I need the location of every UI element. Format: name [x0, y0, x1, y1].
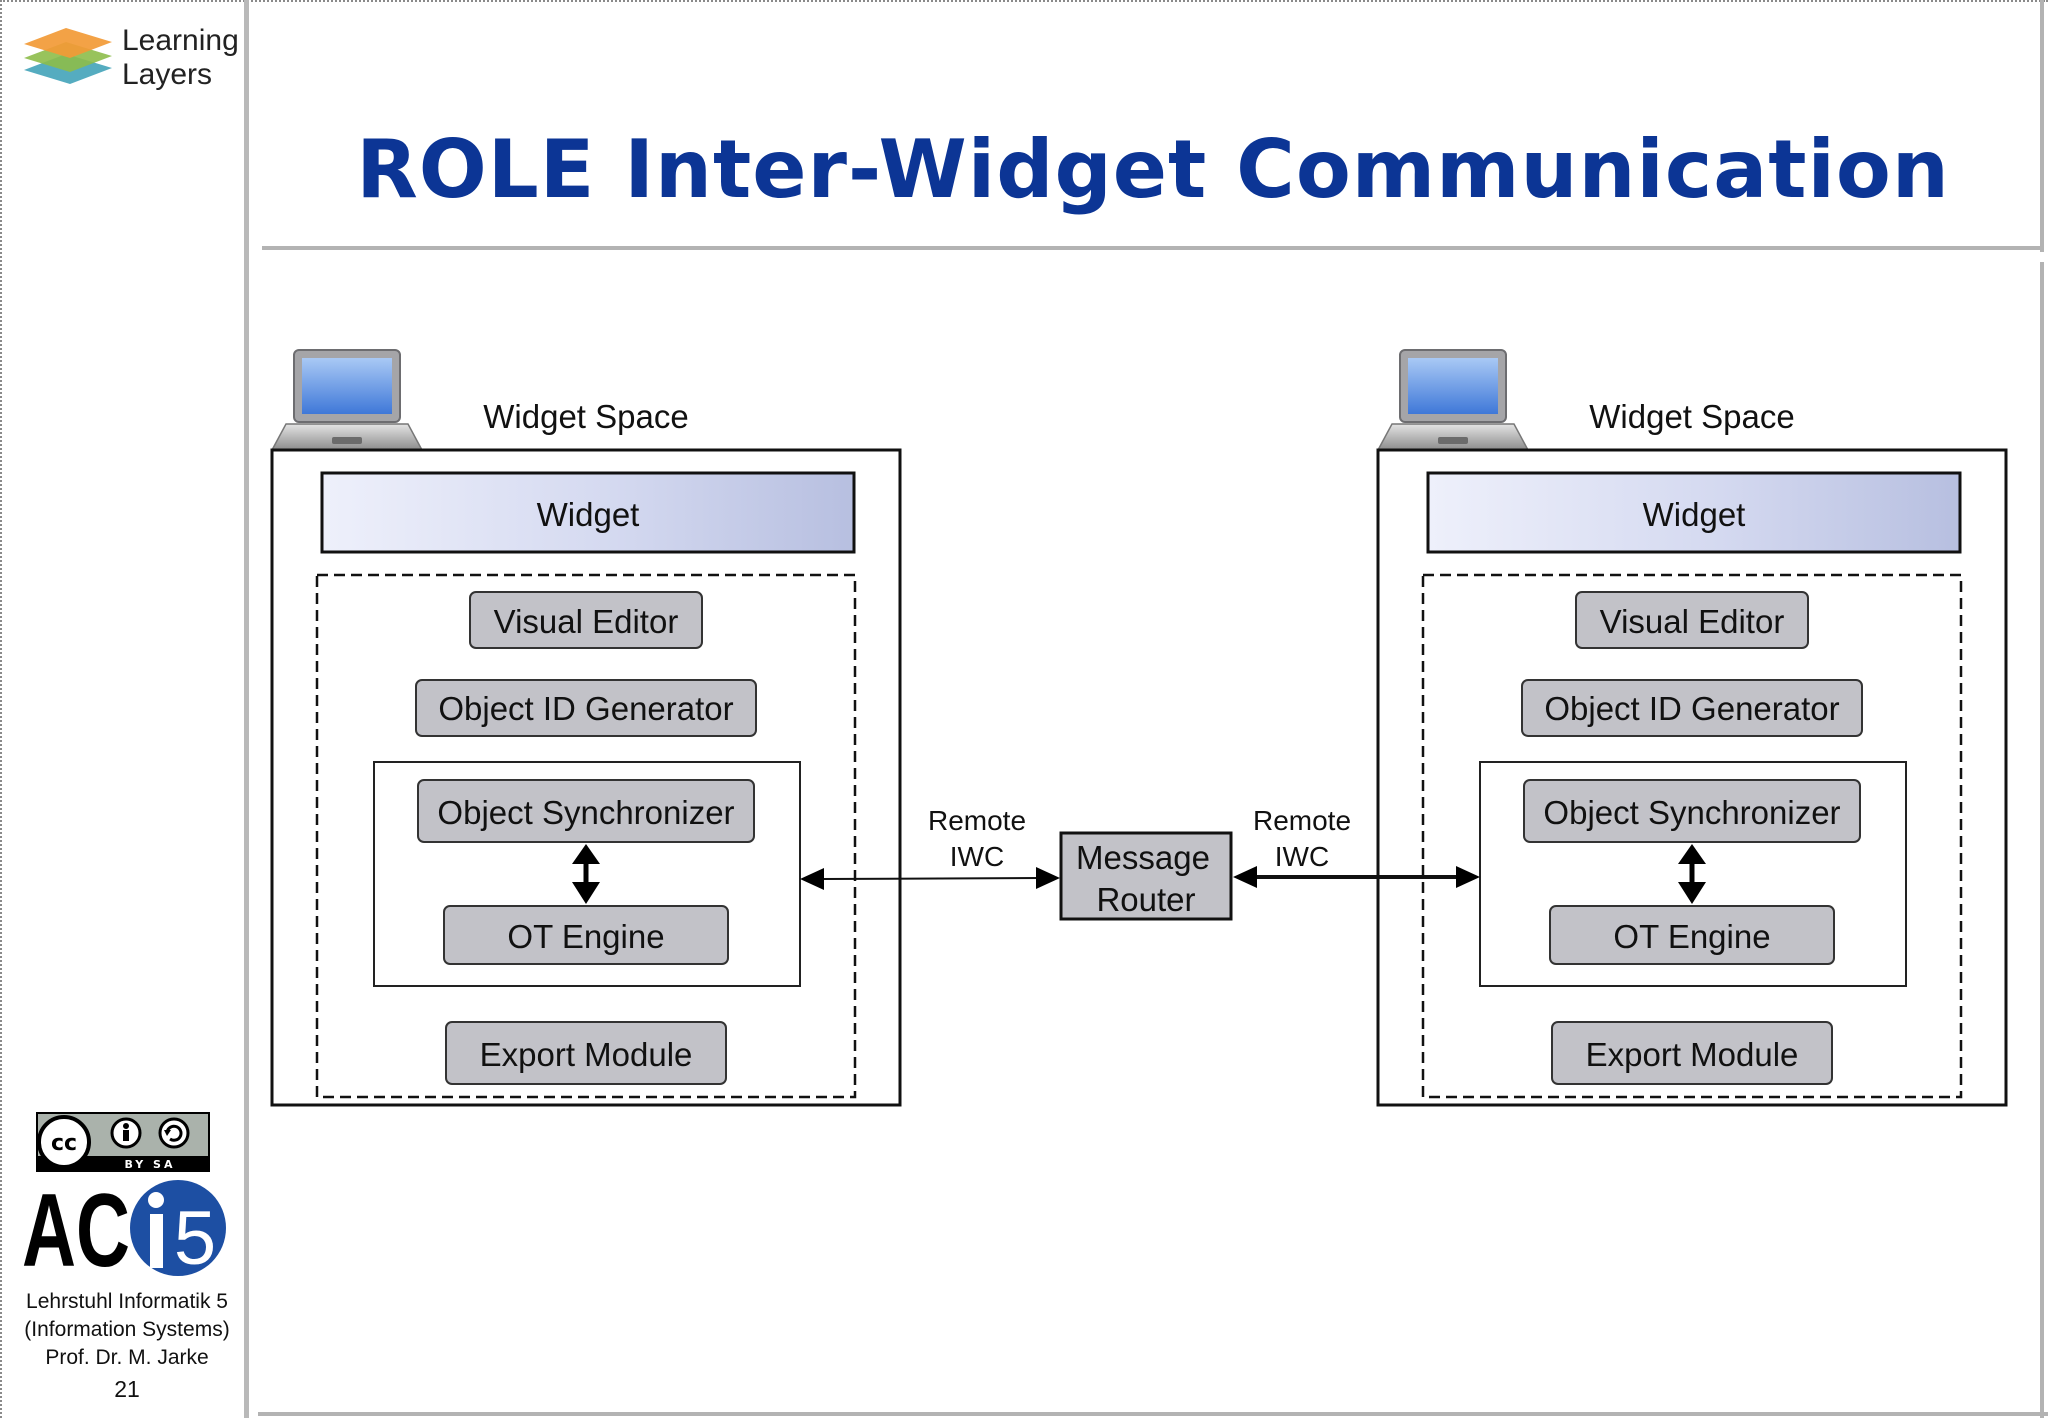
- visual-editor-box: Visual Editor: [469, 591, 703, 649]
- svg-text:Object ID Generator: Object ID Generator: [438, 690, 733, 727]
- widget-internals-boundary: [315, 573, 857, 1099]
- svg-text:Visual Editor: Visual Editor: [1600, 603, 1785, 640]
- right-remote-iwc-connector: Remote IWC: [1233, 805, 1480, 888]
- right-remote-iwc-label-line1: Remote: [1253, 805, 1351, 836]
- sync-group-frame: [373, 761, 801, 987]
- ot-engine-box: OT Engine: [1549, 905, 1835, 965]
- object-synchronizer-box: Object Synchronizer: [1523, 779, 1861, 843]
- svg-text:AC: AC: [22, 1178, 130, 1278]
- message-router-box: Message Router: [1059, 831, 1233, 921]
- widget-bar: Widget: [320, 471, 856, 554]
- footer-line-1: Lehrstuhl Informatik 5: [26, 1290, 228, 1313]
- widget-label: Widget: [537, 496, 640, 533]
- svg-text:5: 5: [174, 1196, 216, 1278]
- right-widget-space: Widget Space Widget Visual Editor Object…: [1376, 349, 2008, 1107]
- ot-engine-box: OT Engine: [443, 905, 729, 965]
- laptop-icon: [270, 349, 424, 451]
- svg-text:Object Synchronizer: Object Synchronizer: [437, 794, 734, 831]
- slide-right-edge-lower: [2040, 262, 2044, 1418]
- institute-footer: Lehrstuhl Informatik 5 (Information Syst…: [20, 1288, 234, 1372]
- slide-right-edge: [2040, 0, 2044, 252]
- svg-text:Object Synchronizer: Object Synchronizer: [1543, 794, 1840, 831]
- footer-line-2: (Information Systems): [24, 1318, 230, 1341]
- slide-bottom-rule: [258, 1412, 2048, 1416]
- aci5-institute-logo-icon: AC 5: [22, 1178, 226, 1278]
- svg-text:Object ID Generator: Object ID Generator: [1544, 690, 1839, 727]
- sync-group-frame: [1479, 761, 1907, 987]
- widget-space-label: Widget Space: [1589, 398, 1794, 435]
- svg-text:Export Module: Export Module: [480, 1036, 693, 1073]
- laptop-icon: [1376, 349, 1530, 451]
- svg-text:OT Engine: OT Engine: [1613, 918, 1770, 955]
- sidebar-divider: [244, 0, 249, 1418]
- svg-text:Visual Editor: Visual Editor: [494, 603, 679, 640]
- svg-text:OT Engine: OT Engine: [507, 918, 664, 955]
- sync-ot-bidirectional-arrow: [1678, 844, 1706, 904]
- object-synchronizer-box: Object Synchronizer: [417, 779, 755, 843]
- left-remote-iwc-connector: Remote IWC: [800, 805, 1060, 890]
- cc-icon: [37, 1115, 91, 1169]
- widget-label: Widget: [1643, 496, 1746, 533]
- right-remote-iwc-label-line2: IWC: [1275, 841, 1329, 872]
- learning-layers-wordmark: Learning Layers: [122, 24, 239, 92]
- svg-text:BY SA: BY SA: [124, 1158, 175, 1171]
- object-id-generator-box: Object ID Generator: [1521, 679, 1863, 737]
- left-widget-space: Widget Space Widget Visual Editor Object…: [270, 349, 902, 1107]
- widget-bar: Widget: [1426, 471, 1962, 554]
- export-module-box: Export Module: [1551, 1021, 1833, 1085]
- logo-line-1: Learning: [122, 24, 239, 57]
- cc-by-sa-license-badge: cc BY SA: [36, 1112, 210, 1172]
- page-frame-top: [0, 0, 2048, 2]
- svg-text:Export Module: Export Module: [1586, 1036, 1799, 1073]
- slide-title: ROLE Inter-Widget Communication: [356, 123, 1950, 216]
- left-remote-iwc-label-line1: Remote: [928, 805, 1026, 836]
- svg-text:Router: Router: [1096, 881, 1195, 918]
- left-remote-iwc-label-line2: IWC: [950, 841, 1004, 872]
- export-module-box: Export Module: [445, 1021, 727, 1085]
- widget-space-frame: [1376, 448, 2008, 1107]
- share-alike-icon: [158, 1117, 190, 1149]
- footer-line-3: Prof. Dr. M. Jarke: [45, 1346, 209, 1369]
- svg-text:Message: Message: [1076, 839, 1210, 876]
- title-rule: [262, 246, 2044, 250]
- logo-line-2: Layers: [122, 58, 213, 91]
- widget-space-frame: [270, 448, 902, 1107]
- visual-editor-box: Visual Editor: [1575, 591, 1809, 649]
- widget-internals-boundary: [1421, 573, 1963, 1099]
- svg-text:cc: cc: [51, 1131, 77, 1156]
- widget-space-label: Widget Space: [483, 398, 688, 435]
- learning-layers-logo-icon: [24, 28, 112, 84]
- page-number: 21: [114, 1376, 140, 1402]
- page-frame-left: [0, 0, 2, 1418]
- sync-ot-bidirectional-arrow: [572, 844, 600, 904]
- object-id-generator-box: Object ID Generator: [415, 679, 757, 737]
